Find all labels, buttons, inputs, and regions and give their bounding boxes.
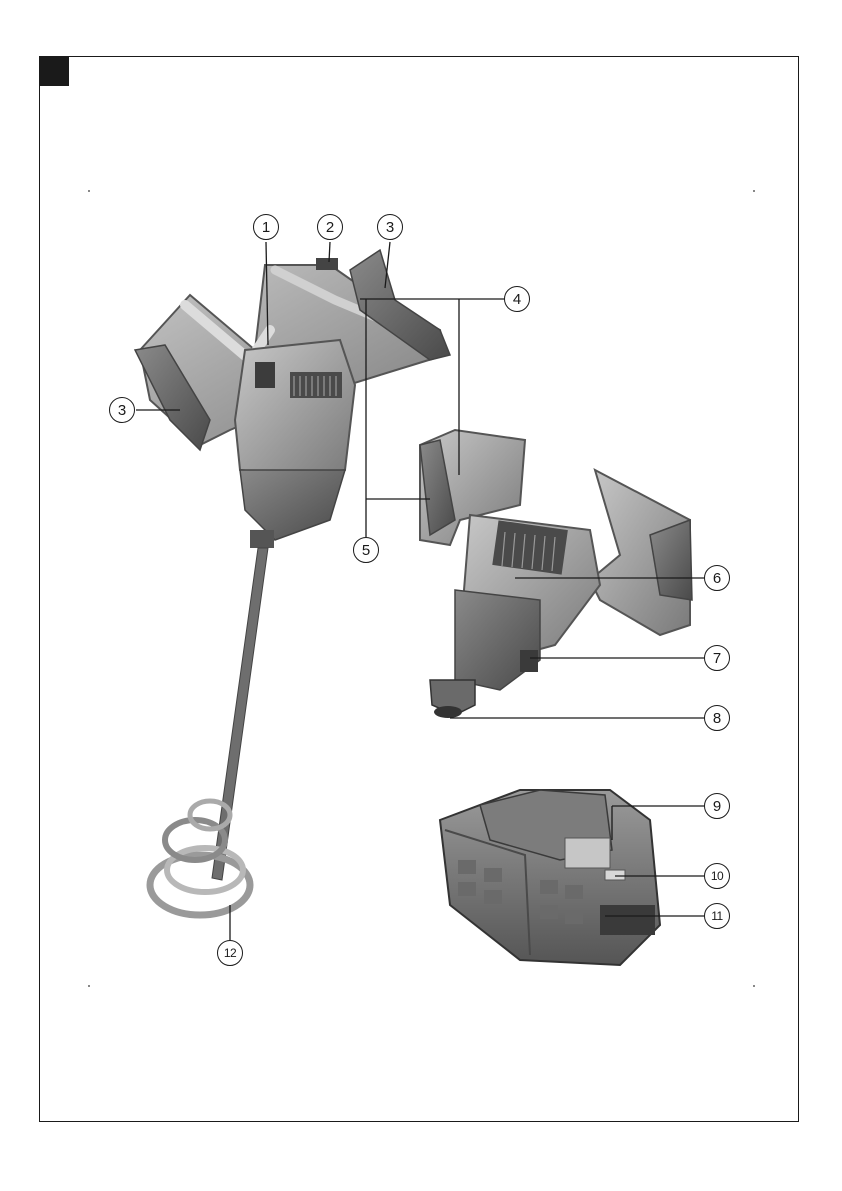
mixer-rear-view — [420, 430, 692, 718]
battery-pack — [440, 790, 660, 965]
callout-3-right-grip: 3 — [377, 214, 403, 240]
callout-4: 4 — [504, 286, 530, 312]
callout-2: 2 — [317, 214, 343, 240]
callout-10: 10 — [704, 863, 730, 889]
callout-6: 6 — [704, 565, 730, 591]
callout-3-left-grip: 3 — [109, 397, 135, 423]
callout-7: 7 — [704, 645, 730, 671]
callout-1: 1 — [253, 214, 279, 240]
mixer-front-view — [135, 250, 450, 915]
callout-5: 5 — [353, 537, 379, 563]
callout-12: 12 — [217, 940, 243, 966]
callout-9: 9 — [704, 793, 730, 819]
callout-11: 11 — [704, 903, 730, 929]
callout-8: 8 — [704, 705, 730, 731]
